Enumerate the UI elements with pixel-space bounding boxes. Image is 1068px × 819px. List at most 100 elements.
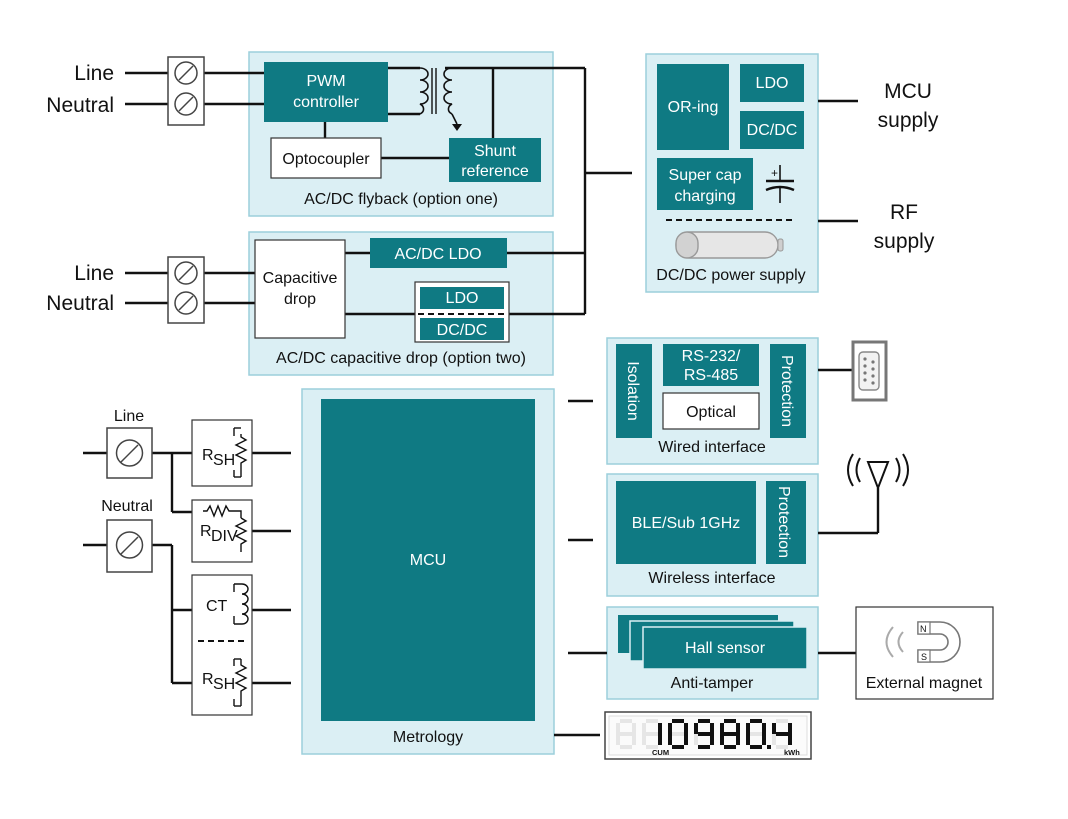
wired-protection-block: [770, 344, 806, 438]
lcd-segment: [710, 723, 714, 734]
pwm-label-2: controller: [293, 94, 359, 111]
lcd-segment: [620, 719, 632, 723]
rs232-block: [663, 344, 759, 386]
terminal-block-icon: [167, 56, 205, 126]
hall-sensor-block: [642, 626, 808, 670]
metrology-title: Metrology: [393, 729, 463, 746]
ct-label: CT: [206, 598, 228, 615]
pwm-controller-block: [264, 62, 388, 122]
magnet-block: N S External magnet: [855, 606, 994, 700]
lcd-segment: [616, 723, 620, 734]
oring-label: OR-ing: [668, 99, 719, 116]
lcd-segment: [672, 745, 684, 749]
mcu-label: MCU: [410, 552, 446, 569]
optocoupler-block: [270, 137, 382, 179]
lcd-decimal-point: [767, 745, 771, 749]
lcd-segment: [750, 732, 762, 736]
lcd-segment: [750, 745, 762, 749]
lcd-segment: [620, 745, 632, 749]
rsh2-subscript: SH: [213, 676, 235, 693]
lcd-segment: [698, 745, 710, 749]
metro-line-label: Line: [114, 408, 144, 425]
lcd-segment: [632, 734, 636, 745]
metro-neutral-label: Neutral: [101, 498, 153, 515]
terminal-icon: [106, 519, 153, 573]
svg-text:+: +: [771, 166, 778, 180]
rs-label: RS-232/: [682, 348, 741, 365]
supercap-label: Super cap: [669, 167, 742, 184]
hall-label: Hall sensor: [685, 640, 766, 657]
lcd-segment: [750, 719, 762, 723]
power-dcdc-label: DC/DC: [747, 122, 798, 139]
power-dcdc-block: [740, 111, 804, 149]
lcd-segment: [646, 745, 658, 749]
lcd-segment: [736, 734, 740, 745]
lcd-segment: [694, 734, 698, 745]
wired-protection-label: Protection: [778, 355, 795, 427]
lcd-segment: [762, 734, 766, 745]
lcd-segment: [658, 734, 662, 745]
lcd-segment: [710, 734, 714, 745]
lcd-digits: [616, 719, 792, 749]
lcd-segment: [698, 719, 710, 723]
power-ldo-block: [740, 64, 804, 102]
mcu-block: [321, 399, 535, 721]
flyback-neutral-label: Neutral: [46, 94, 114, 117]
magnet-n-label: N: [920, 624, 927, 634]
lcd-segment: [642, 734, 646, 745]
rf-supply-label: RF: [890, 201, 918, 224]
current-transformer-block: CT R SH: [191, 574, 253, 716]
lcd-segment: [720, 734, 724, 745]
magnet-label: External magnet: [866, 675, 983, 692]
ble-label: BLE/Sub 1GHz: [632, 515, 741, 532]
capdrop-dcdc-block: [420, 318, 504, 340]
lcd-segment: [632, 723, 636, 734]
lcd-segment: [620, 732, 632, 736]
lcd-segment: [746, 734, 750, 745]
lcd-segment: [772, 723, 776, 734]
lcd-segment: [616, 734, 620, 745]
capacitor-icon: +: [765, 165, 795, 203]
lcd-segment: [684, 734, 688, 745]
lcd-segment: [668, 734, 672, 745]
capdrop-dcdc-label: DC/DC: [437, 322, 488, 339]
capdrop-label-2: drop: [284, 291, 316, 308]
lcd-segment: [746, 723, 750, 734]
lcd-segment: [776, 719, 788, 723]
lcd-segment: [672, 719, 684, 723]
supercap-block: [657, 158, 753, 210]
lcd-segment: [772, 734, 776, 745]
lcd-segment: [698, 732, 710, 736]
rdiv-label: R: [200, 523, 212, 540]
optical-label: Optical: [686, 404, 736, 421]
optocoupler-label: Optocoupler: [282, 151, 370, 168]
wires: [83, 66, 880, 737]
lcd-segment: [658, 723, 662, 734]
wired-title: Wired interface: [658, 439, 766, 456]
lcd-segment: [776, 732, 788, 736]
isolation-label: Isolation: [624, 361, 641, 421]
transformer-icon: [419, 67, 462, 131]
magnet-s-label: S: [921, 652, 927, 662]
rsh-subscript: SH: [213, 452, 235, 469]
lcd-segment: [672, 732, 684, 736]
tamper-title: Anti-tamper: [671, 675, 754, 692]
lcd-segment: [788, 723, 792, 734]
power-supply-title: DC/DC power supply: [656, 267, 805, 284]
flyback-title: AC/DC flyback (option one): [304, 191, 498, 208]
lcd-kwh-label: kWh: [784, 748, 800, 757]
flyback-line-label: Line: [74, 62, 114, 85]
capdrop-ldo-label: LDO: [446, 290, 479, 307]
lcd-segment: [724, 745, 736, 749]
lcd-segment: [776, 745, 788, 749]
serial-connector-icon: [851, 340, 888, 402]
wireless-protection-block: [766, 481, 806, 564]
terminal-icon: [106, 427, 153, 479]
capdrop-label: Capacitive: [263, 270, 338, 287]
oring-block: [657, 64, 729, 150]
acdc-ldo-label: AC/DC LDO: [394, 246, 481, 263]
divider-resistor-block: R DIV: [191, 499, 253, 563]
antenna-icon: [847, 453, 909, 491]
lcd-display: CUM kWh: [604, 711, 812, 760]
acdc-ldo-block: [370, 238, 507, 268]
